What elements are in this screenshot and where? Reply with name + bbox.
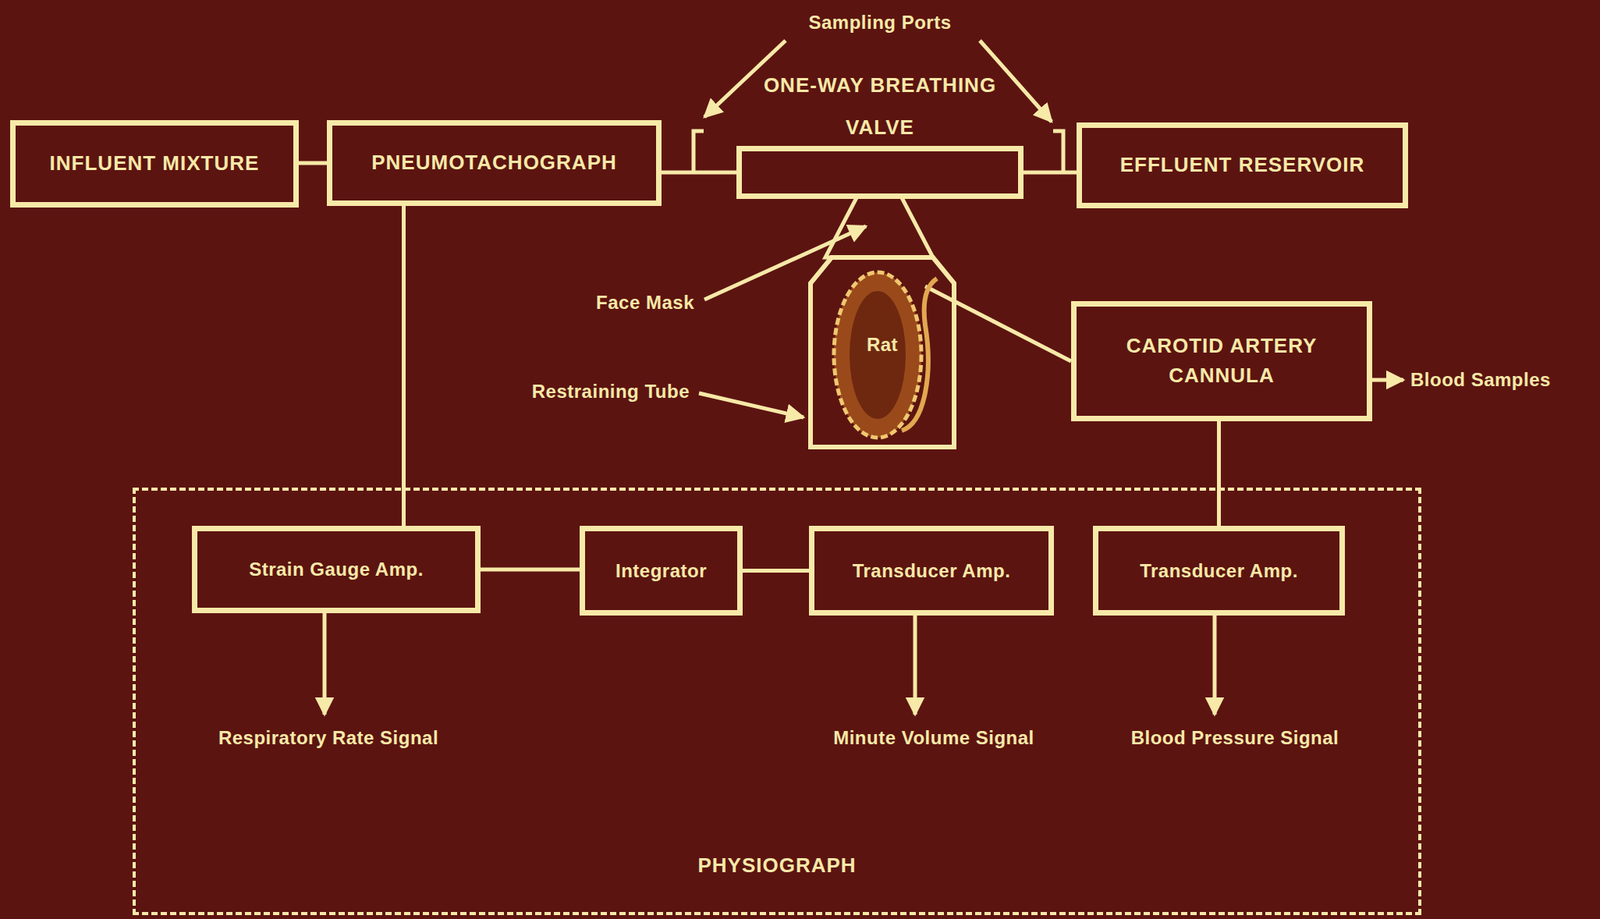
- connector: [480, 567, 580, 572]
- node-label: PNEUMOTACHOGRAPH: [371, 148, 618, 178]
- node-label: INFLUENT MIXTURE: [49, 149, 260, 179]
- callout-label: Sampling Ports: [805, 11, 954, 34]
- node-label: Rat: [866, 333, 898, 356]
- connector: [1023, 170, 1077, 175]
- leader-arrow: [704, 226, 866, 300]
- sampling-port: [693, 131, 704, 173]
- connector: [661, 170, 737, 175]
- node-label: Transducer Amp.: [852, 560, 1012, 582]
- amplifier-box: Strain Gauge Amp.: [191, 525, 481, 614]
- node-label: Transducer Amp.: [1139, 560, 1299, 582]
- amplifier-box: Transducer Amp.: [1092, 525, 1345, 616]
- callout-label: Face Mask: [593, 291, 697, 314]
- node-label: PHYSIOGRAPH: [135, 851, 1419, 881]
- node-label: CAROTID ARTERY CANNULA: [1089, 331, 1355, 391]
- connector: [742, 568, 809, 573]
- sampling-port: [1053, 131, 1064, 173]
- valve-box: ONE-WAY BREATHING VALVE: [736, 145, 1024, 199]
- node-label: ONE-WAY BREATHING VALVE: [747, 63, 1013, 149]
- output-label: Blood Samples: [1408, 368, 1554, 391]
- connector: [401, 205, 406, 526]
- process-box: CAROTID ARTERY CANNULA: [1071, 301, 1373, 422]
- connector: [1216, 421, 1221, 526]
- callout-label: Restraining Tube: [529, 380, 692, 403]
- leader-arrow: [698, 393, 804, 418]
- process-box: EFFLUENT RESERVOIR: [1076, 122, 1409, 209]
- node-label: Integrator: [615, 560, 707, 582]
- signal-name: Blood Pressure Signal: [1128, 727, 1342, 749]
- integrator-box: Integrator: [579, 525, 743, 616]
- restraining-tube: Rat: [808, 255, 957, 450]
- node-label: Strain Gauge Amp.: [248, 558, 424, 581]
- connector: [298, 161, 327, 166]
- amplifier-box: Transducer Amp.: [808, 525, 1054, 616]
- signal-name: Minute Volume Signal: [830, 727, 1037, 749]
- physiograph-region: PHYSIOGRAPH Strain Gauge Amp. Integrator Tr…: [132, 487, 1422, 916]
- process-box: PNEUMOTACHOGRAPH: [326, 120, 662, 206]
- connector: [925, 286, 1072, 362]
- signal-arrow: [322, 613, 327, 715]
- process-box: INFLUENT MIXTURE: [10, 120, 299, 208]
- signal-arrow: [913, 615, 918, 715]
- face-mask: [825, 188, 934, 258]
- signal-arrow: [1213, 615, 1217, 715]
- node-label: EFFLUENT RESERVOIR: [1120, 150, 1366, 181]
- signal-name: Respiratory Rate Signal: [216, 727, 441, 749]
- output-arrow: [1372, 378, 1404, 383]
